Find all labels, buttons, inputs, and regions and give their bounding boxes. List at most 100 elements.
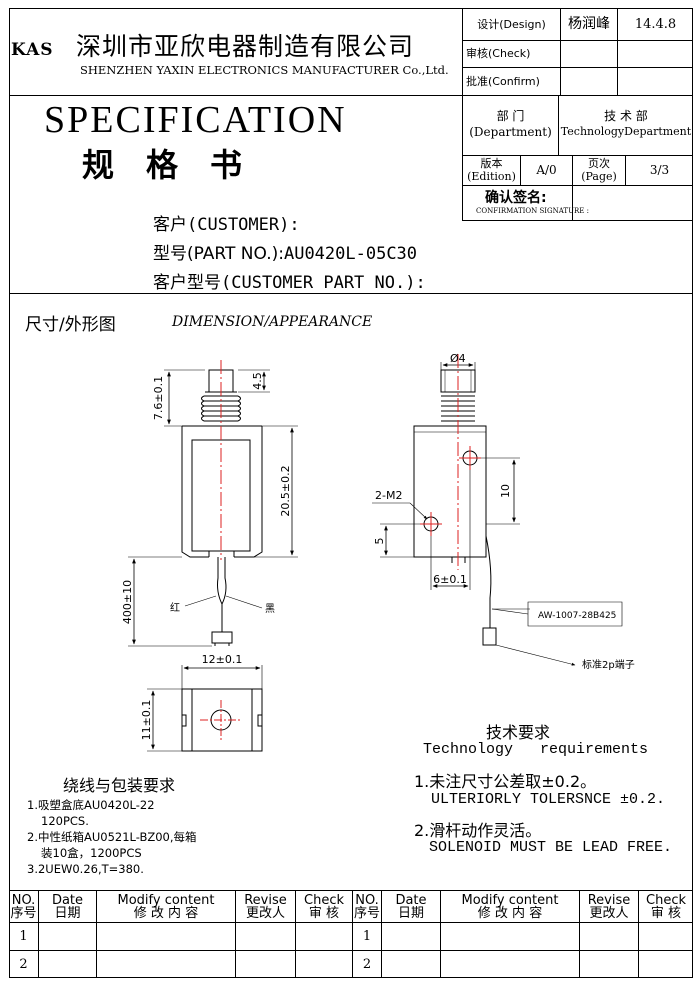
rev-header-no-en: NO. xyxy=(11,892,36,908)
table-row: 1 xyxy=(19,928,28,944)
department-value-cn: 技 术 部 xyxy=(604,109,648,123)
packaging-item: 1.吸塑盒底AU0420L-22 xyxy=(27,798,155,812)
dim-400: 400±10 xyxy=(121,580,134,624)
packaging-item: 装10盒，1200PCS xyxy=(41,846,142,860)
dim-2-m2: 2-M2 xyxy=(375,489,402,502)
department-value-en: TechnologyDepartment xyxy=(560,125,692,138)
rev-header-content-2-cn: 修 改 内 容 xyxy=(477,905,543,921)
company-name-en: SHENZHEN YAXIN ELECTRONICS MANUFACTURER … xyxy=(80,63,449,77)
requirement-1-en: ULTERIORLY TOLERSNCE ±0.2. xyxy=(431,791,666,808)
dim-7-6: 7.6±0.1 xyxy=(152,376,165,420)
part-no-row: 型号(PART NO.):AU0420L-05C30 xyxy=(153,239,417,264)
rev-header-content-2-en: Modify content xyxy=(461,892,559,908)
label-black-wire: 黑 xyxy=(265,603,275,615)
rev-header-revise-2-en: Revise xyxy=(587,892,631,908)
rev-header-check-2-cn: 审 核 xyxy=(650,905,682,921)
rev-header-date-2-en: Date xyxy=(395,892,427,908)
confirm-signature-label: 确认签名: xyxy=(485,190,547,206)
rev-header-no-2: NO.序号 xyxy=(353,891,381,922)
edition-value: A/0 xyxy=(536,163,557,178)
dim-phi4: Ø4 xyxy=(450,352,466,365)
terminal-label: 标准2p端子 xyxy=(582,658,635,671)
edition-label-en: (Edition) xyxy=(467,170,516,183)
packaging-title: 绕线与包装要求 xyxy=(63,776,176,795)
company-logo: KAS xyxy=(11,40,54,60)
spec-sheet xyxy=(9,8,693,978)
dim-20-5: 20.5±0.2 xyxy=(279,465,292,516)
dim-6: 6±0.1 xyxy=(433,573,467,586)
edition-label-cn: 版本 xyxy=(480,157,503,170)
rev-header-date-2-cn: 日期 xyxy=(397,905,424,921)
requirements-title-cn: 技术要求 xyxy=(486,723,551,742)
department-label-en: (Department) xyxy=(469,125,552,139)
rev-header-check-en: Check xyxy=(304,892,344,908)
rev-header-revise-en: Revise xyxy=(244,892,287,908)
requirement-2-cn: 2.滑杆动作灵活。 xyxy=(414,821,542,840)
rev-header-check-2-en: Check xyxy=(646,892,686,908)
page-label-cn: 页次 xyxy=(588,157,610,170)
company-name-cn: 深圳市亚欣电器制造有限公司 xyxy=(76,32,415,61)
page-label-en: (Page) xyxy=(581,170,617,183)
dimension-heading-cn: 尺寸/外形图 xyxy=(25,315,116,335)
page-label: 页次 (Page) xyxy=(573,157,625,183)
wire-label: AW-1007-28B425 xyxy=(538,611,616,621)
rev-header-content-en: Modify content xyxy=(117,892,215,908)
customer-part-label: 客户型号(CUSTOMER PART NO.): xyxy=(153,273,426,293)
rev-header-no-2-cn: 序号 xyxy=(353,905,380,921)
check-label: 审核(Check) xyxy=(466,47,531,61)
rev-header-revise-2-cn: 更改人 xyxy=(589,905,629,921)
department-value: 技 术 部 TechnologyDepartment xyxy=(559,108,693,140)
dim-5: 5 xyxy=(373,538,386,545)
design-name: 杨润峰 xyxy=(568,16,610,33)
dim-11: 11±0.1 xyxy=(140,700,153,741)
packaging-item: 2.中性纸箱AU0521L-BZ00,每箱 xyxy=(27,830,197,844)
department-label: 部 门 (Department) xyxy=(463,108,558,140)
page-value: 3/3 xyxy=(649,163,670,178)
part-no-label: 型号(PART NO.): xyxy=(153,244,284,264)
rev-header-revise-cn: 更改人 xyxy=(245,905,285,921)
table-row: 1 xyxy=(362,928,372,944)
spec-title-en: SPECIFICATION xyxy=(44,99,347,141)
rev-header-no-cn: 序号 xyxy=(10,905,37,921)
packaging-list: 1.吸塑盒底AU0420L-22 120PCS. 2.中性纸箱AU0521L-B… xyxy=(27,797,197,877)
customer-label: 客户(CUSTOMER): xyxy=(153,215,300,235)
rev-header-date-en: Date xyxy=(51,892,84,908)
department-label-cn: 部 门 xyxy=(496,109,525,123)
rev-header-content-cn: 修 改 内 容 xyxy=(133,905,199,921)
side-view xyxy=(372,362,623,666)
rev-header-check-cn: 审 核 xyxy=(308,905,340,921)
rev-header-no-2-en: NO. xyxy=(355,892,379,908)
design-label: 设计(Design) xyxy=(477,17,546,31)
dim-4-5: 4.5 xyxy=(251,372,264,390)
rev-header-date-cn: 日期 xyxy=(54,905,81,921)
packaging-item: 3.2UEW0.26,T=380. xyxy=(27,862,144,876)
edition-label: 版本 (Edition) xyxy=(463,157,520,183)
design-date: 14.4.8 xyxy=(634,16,677,32)
requirement-2-en: SOLENOID MUST BE LEAD FREE. xyxy=(429,839,673,856)
part-no-value: AU0420L-05C30 xyxy=(283,244,418,264)
dim-10: 10 xyxy=(499,484,512,498)
bottom-view xyxy=(147,665,263,752)
dimension-heading-en: DIMENSION/APPEARANCE xyxy=(172,314,373,330)
table-row: 2 xyxy=(19,956,28,972)
packaging-item: 120PCS. xyxy=(41,814,89,828)
label-red-wire: 红 xyxy=(170,601,180,614)
confirm-signature-label-en: CONFIRMATION SIGNATURE : xyxy=(476,207,589,215)
table-row: 2 xyxy=(362,956,372,972)
rev-header-no: NO.序号 xyxy=(9,891,38,922)
requirement-1-cn: 1.未注尺寸公差取±0.2。 xyxy=(414,772,597,791)
dim-12: 12±0.1 xyxy=(202,653,243,666)
front-view xyxy=(128,369,298,647)
spec-title-cn: 规 格 书 xyxy=(82,146,243,184)
confirm-label: 批准(Confirm) xyxy=(466,74,540,88)
requirements-title-en: Technology requirements xyxy=(423,741,649,758)
